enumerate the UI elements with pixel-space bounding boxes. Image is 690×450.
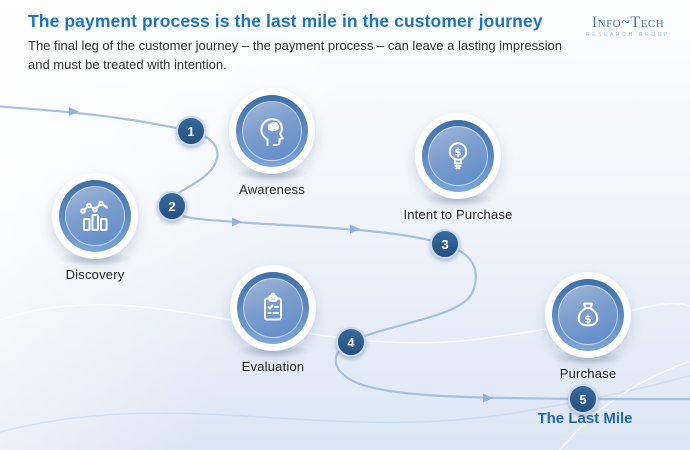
path-marker-3: 3 [430,229,460,259]
stage-label: Evaluation [241,359,305,374]
logo-tagline: RESEARCH GROUP [586,32,670,38]
stage-evaluation: Evaluation [188,265,358,374]
stage-label: Awareness [239,182,305,197]
page-subtitle: The final leg of the customer journey – … [28,38,563,72]
logo-wordmark: Info~Tech [591,14,665,31]
stage-label: Discovery [65,267,125,282]
stage-bubble: $ [415,113,501,206]
arrowhead-icon [483,393,493,403]
journey-curve [0,105,690,401]
background-wave [0,302,690,344]
last-mile-label: The Last Mile [537,410,633,427]
bar-chart-trend-icon [80,200,108,231]
stage-discovery: Discovery [10,173,180,282]
stage-bubble: $ [545,272,631,365]
background-wave [559,360,690,450]
clipboard-checklist-icon [264,292,282,321]
stage-purchase: $ Purchase [503,272,673,381]
background-wave [0,375,690,433]
path-marker-4: 4 [336,327,366,357]
stage-bubble [229,88,315,181]
money-bag-dollar-icon: $ [577,302,599,327]
arrowhead-icon [232,217,242,227]
path-marker-1: 1 [176,116,206,146]
svg-text:$: $ [454,146,461,158]
stage-intent-to-purchase: $ Intent to Purchase [373,113,543,222]
path-marker-2: 2 [157,191,187,221]
page-title: The payment process is the last mile in … [28,11,543,31]
svg-text:$: $ [584,313,592,326]
lightbulb-dollar-icon: $ [448,142,468,170]
arrowhead-icon [350,224,360,234]
stage-bubble [230,265,316,358]
stage-label: Purchase [559,366,617,381]
infotech-logo: Info~Tech RESEARCH GROUP [586,15,670,38]
path-marker-5: 5 [568,384,598,414]
stage-label: Intent to Purchase [403,207,513,222]
head-brain-icon [260,118,284,146]
stage-bubble [52,173,138,266]
arrowhead-icon [69,107,79,116]
stage-awareness: Awareness [187,88,357,197]
